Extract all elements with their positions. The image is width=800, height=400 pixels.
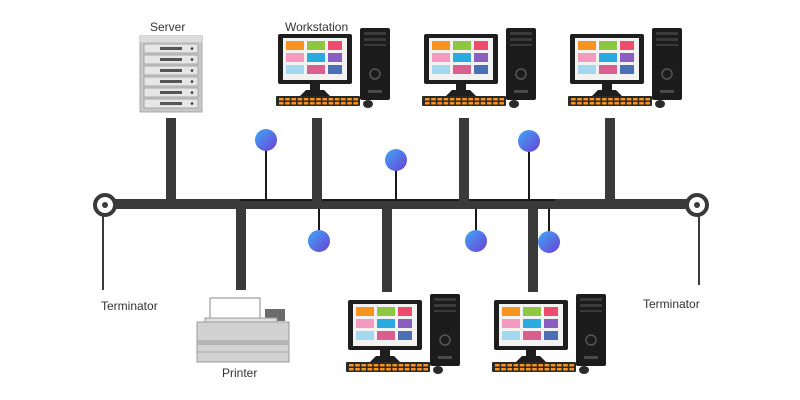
workstation-icon: [276, 28, 390, 108]
drop-lines: [166, 118, 615, 292]
node-icon: [255, 129, 277, 151]
node-icon: [538, 231, 560, 253]
bus-backbone: [105, 199, 697, 209]
node-taps: [255, 129, 560, 253]
terminator-right-icon: [685, 193, 709, 285]
node-icon: [518, 130, 540, 152]
printer-icon: [196, 297, 290, 363]
node-icon: [308, 230, 330, 252]
workstation-icon: [422, 28, 536, 108]
node-icon: [465, 230, 487, 252]
printer-label: Printer: [222, 366, 258, 380]
server-label: Server: [150, 20, 186, 34]
workstation-icon: [492, 294, 606, 374]
workstation-icon: [568, 28, 682, 108]
node-icon: [385, 149, 407, 171]
workstations-group: [276, 28, 682, 374]
terminator-right-label: Terminator: [643, 297, 700, 311]
terminator-left-icon: [93, 193, 117, 290]
terminator-left-label: Terminator: [101, 299, 158, 313]
workstation-label: Workstation: [285, 20, 349, 34]
workstation-icon: [346, 294, 460, 374]
server-icon: [139, 35, 203, 113]
